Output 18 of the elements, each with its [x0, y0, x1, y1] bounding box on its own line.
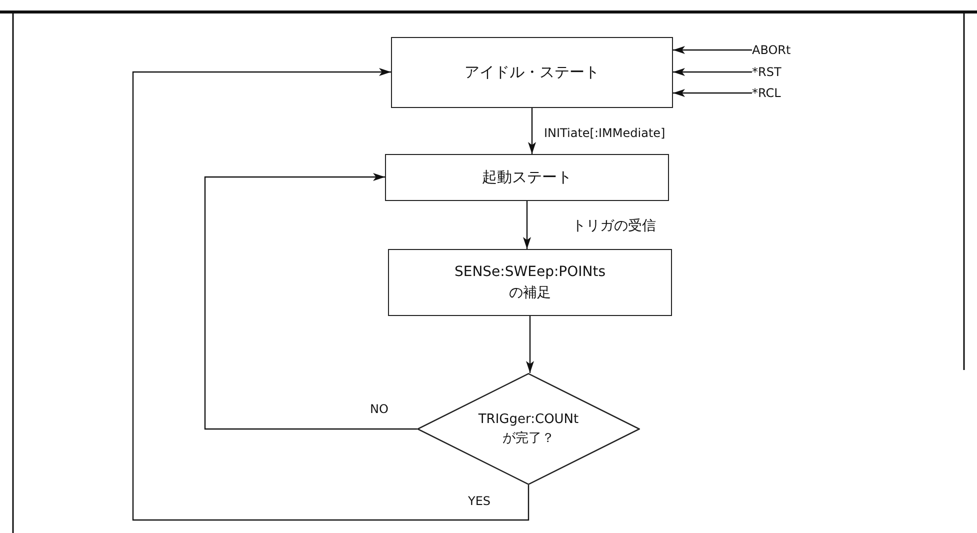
arrow — [204, 173, 417, 430]
edge-label: INITiate[:IMMediate] — [542, 126, 668, 140]
command-label: ABORt — [752, 42, 802, 58]
command-label: *RST — [752, 64, 802, 80]
edge-label: NO — [368, 402, 390, 416]
process-box: SENSe:SWEep:POINts の補足 — [388, 249, 672, 316]
edge-label: YES — [466, 494, 493, 508]
arrow — [132, 68, 530, 521]
arrow — [673, 68, 752, 76]
arrow — [526, 316, 534, 373]
command-label: *RCL — [752, 85, 802, 101]
arrow — [673, 46, 752, 54]
arrow — [523, 201, 531, 249]
state-box: 起動ステート — [385, 154, 669, 201]
arrow — [528, 108, 536, 154]
arrow — [673, 89, 752, 97]
state-box: アイドル・ステート — [391, 37, 673, 108]
decision-diamond: TRIGger:COUNt が完了？ — [417, 373, 640, 485]
